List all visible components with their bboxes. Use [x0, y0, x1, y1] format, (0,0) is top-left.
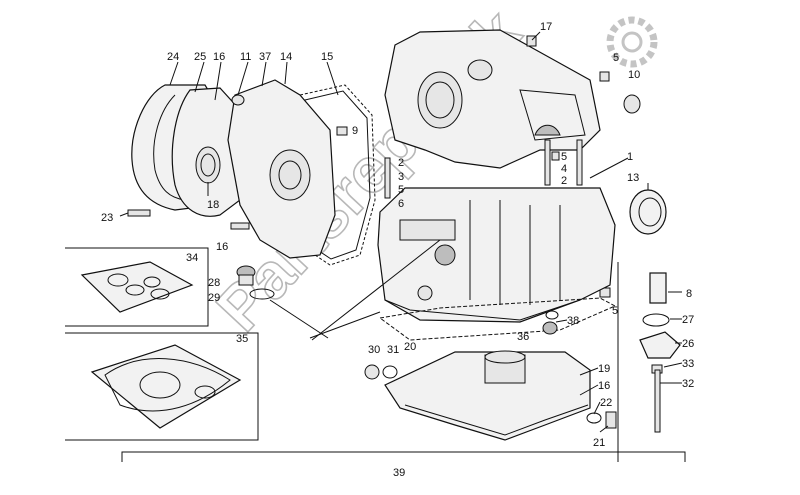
callout-2: 2	[398, 157, 404, 169]
callout-39: 39	[393, 467, 405, 479]
callout-6: 6	[398, 198, 404, 210]
callout-17: 17	[540, 21, 552, 33]
callout-2: 2	[561, 175, 567, 187]
callout-10: 10	[628, 69, 640, 81]
lower-crankcase	[377, 187, 616, 323]
callout-37: 37	[259, 51, 271, 63]
callout-5: 5	[561, 151, 567, 163]
callout-26: 26	[682, 338, 694, 350]
callout-16: 16	[213, 51, 225, 63]
oil-pan-gasket-20	[378, 297, 617, 341]
callout-32: 32	[682, 378, 694, 390]
callout-16: 16	[216, 241, 228, 253]
callout-22: 22	[600, 397, 612, 409]
callout-15: 15	[321, 51, 333, 63]
oil-pump-assembly	[639, 272, 681, 433]
callout-5: 5	[398, 184, 404, 196]
gasket-kit-34	[80, 261, 194, 313]
callout-4: 4	[561, 163, 567, 175]
callout-21: 21	[593, 437, 605, 449]
callout-1: 1	[627, 151, 633, 163]
callout-14: 14	[280, 51, 292, 63]
callout-33: 33	[682, 358, 694, 370]
rear-cover-14	[227, 79, 348, 259]
callout-3: 3	[398, 171, 404, 183]
filler-plug-28	[236, 265, 329, 339]
callout-13: 13	[627, 172, 639, 184]
callout-11: 11	[240, 51, 251, 63]
callout-19: 19	[598, 363, 610, 375]
oil-seal-13	[629, 189, 667, 235]
callout-29: 29	[208, 292, 220, 304]
kit-35-box	[65, 332, 259, 441]
callout-30: 30	[368, 344, 380, 356]
callout-16: 16	[598, 380, 610, 392]
callout-38: 38	[567, 315, 579, 327]
bracket-39	[121, 451, 686, 462]
callout-31: 31	[387, 344, 399, 356]
callout-labels: 17 5 10 24 25 16 11 37 14 15 9 2 3 5 6 5…	[101, 21, 694, 479]
callout-5: 5	[613, 52, 619, 64]
callout-35: 35	[236, 333, 248, 345]
callout-9: 9	[352, 125, 358, 137]
callout-28: 28	[208, 277, 220, 289]
studs-2	[384, 71, 641, 298]
leader-lines	[119, 31, 686, 462]
oil-pan-19	[384, 350, 591, 441]
gear-logo-icon	[606, 16, 658, 68]
callout-18: 18	[207, 199, 219, 211]
upper-crankcase	[384, 29, 601, 169]
callout-20: 20	[404, 341, 416, 353]
callout-25: 25	[194, 51, 206, 63]
callout-8: 8	[686, 288, 692, 300]
gasket-kit-35	[90, 344, 242, 429]
callout-5: 5	[612, 305, 618, 317]
callout-27: 27	[682, 314, 694, 326]
callout-24: 24	[167, 51, 179, 63]
callout-23: 23	[101, 212, 113, 224]
kit-34-box	[65, 247, 209, 327]
callout-34: 34	[186, 252, 198, 264]
callout-36: 36	[517, 331, 529, 343]
